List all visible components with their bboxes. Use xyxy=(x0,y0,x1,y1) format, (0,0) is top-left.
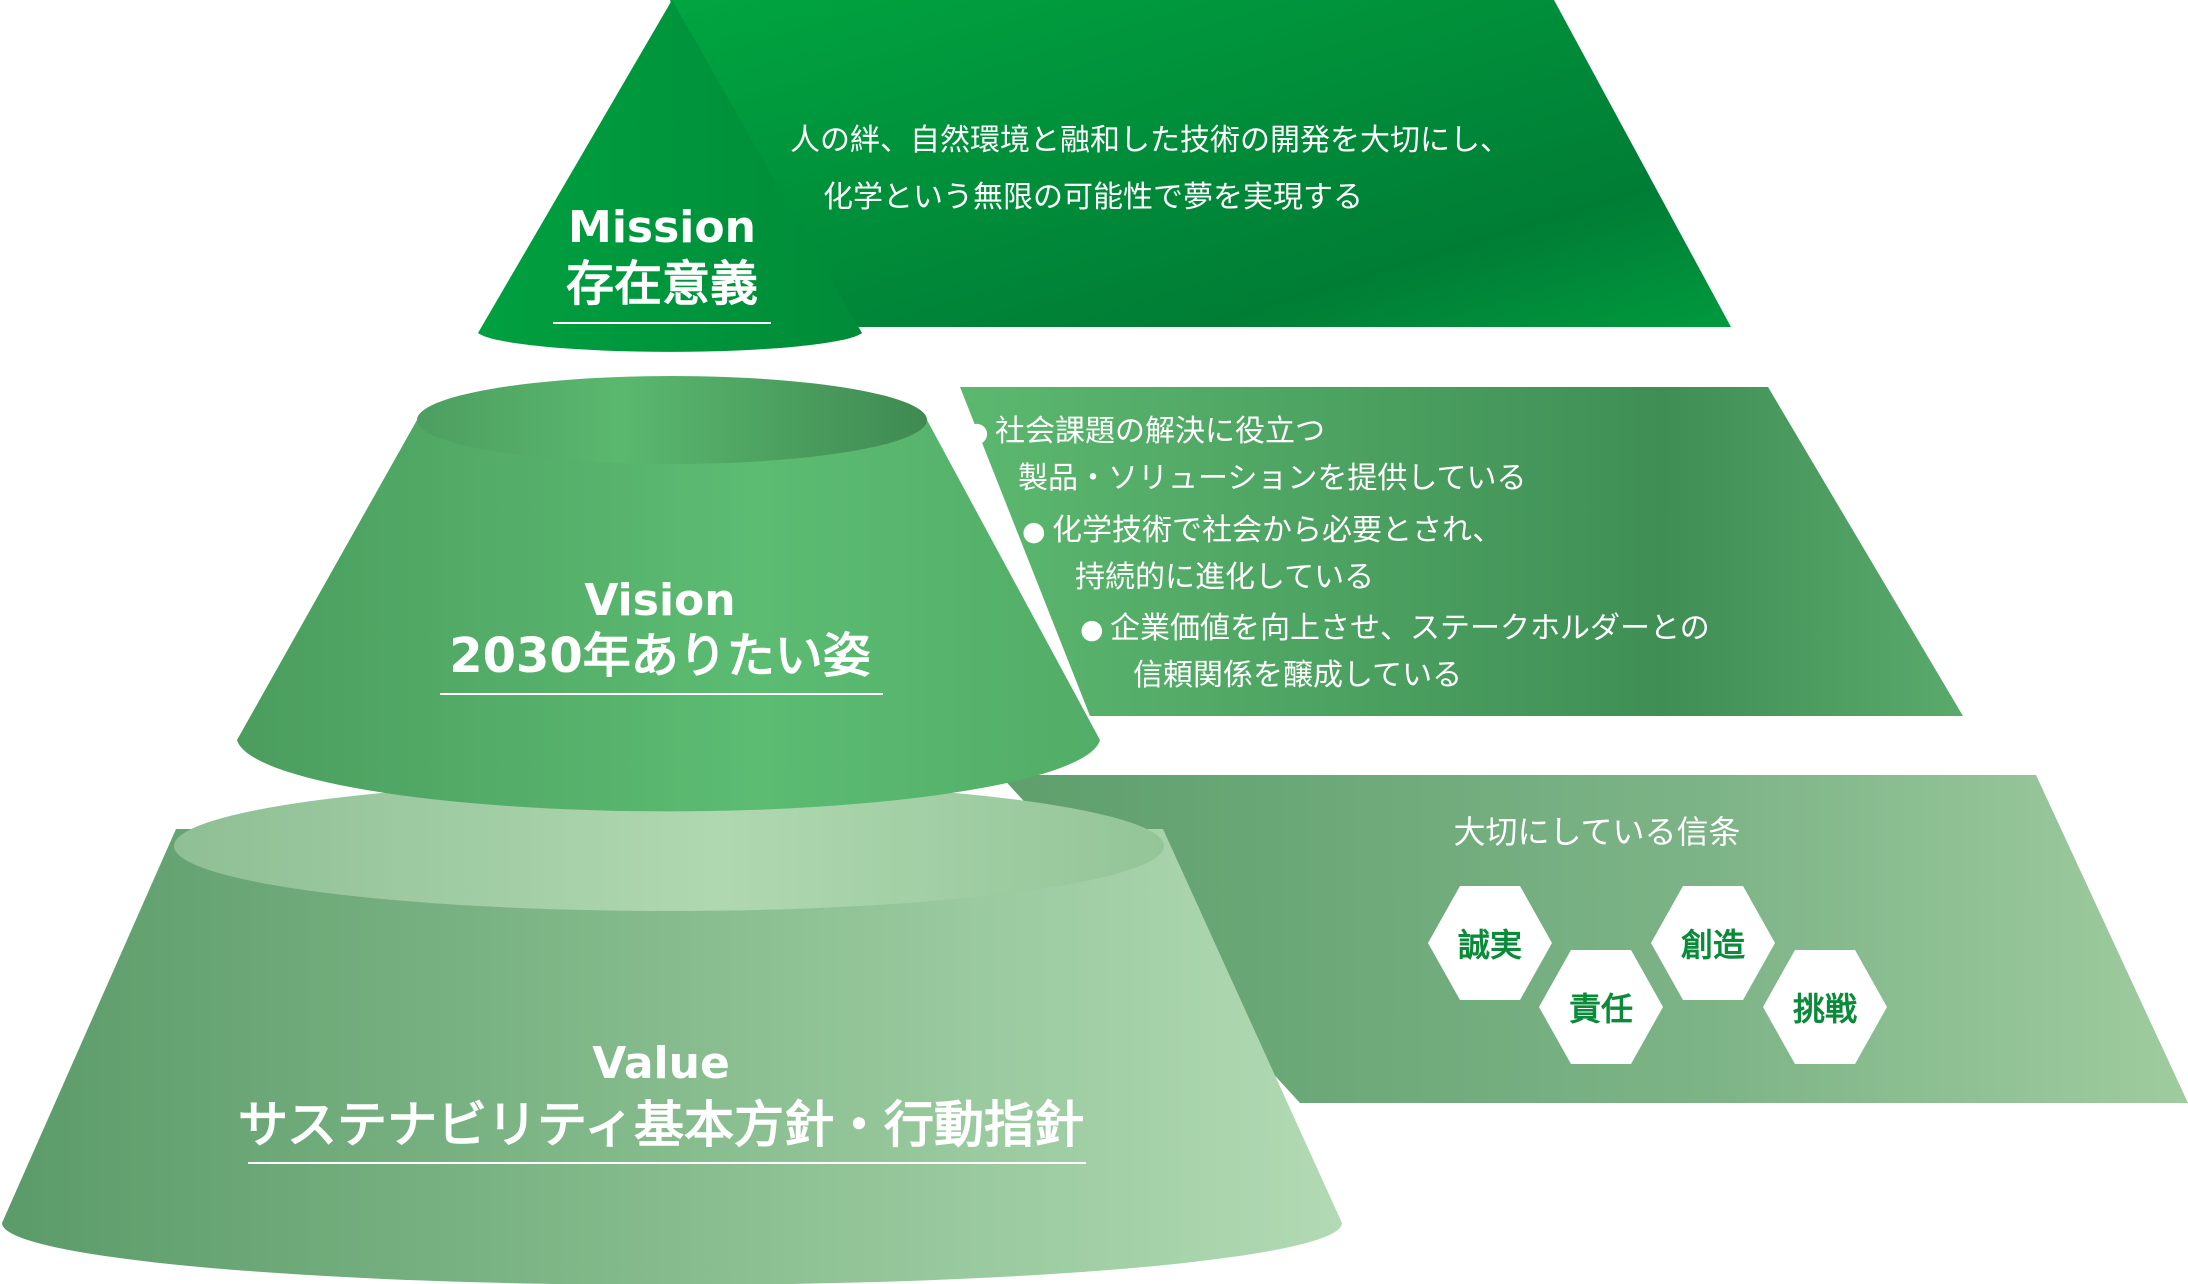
mission-label-jp: 存在意義 xyxy=(566,256,758,312)
vision-band xyxy=(960,387,1963,716)
belief-label-creativity: 創造 xyxy=(1681,926,1745,964)
belief-hexagon-integrity: 誠実 xyxy=(1428,886,1552,1000)
vision-bullet-1-dot: ● xyxy=(965,417,989,448)
mission-band xyxy=(670,0,1731,327)
belief-hexagon-creativity: 創造 xyxy=(1651,886,1775,1000)
vision-bullet-1-line-1: 社会課題の解決に役立つ xyxy=(995,414,1325,449)
value-label-en: Value xyxy=(592,1038,730,1089)
value-cone xyxy=(2,829,1342,1284)
vision-bullet-1-line-2: 製品・ソリューションを提供している xyxy=(1018,461,1527,496)
vision-bullet-2-dot: ● xyxy=(1022,516,1046,547)
vision-bullet-3-dot: ● xyxy=(1080,614,1104,645)
vision-label-jp: 2030年ありたい姿 xyxy=(449,628,871,684)
belief-label-responsibility: 責任 xyxy=(1569,990,1633,1028)
mission-label-en: Mission xyxy=(568,202,756,253)
vision-bullet-3-line-2: 信頼関係を醸成している xyxy=(1133,658,1462,693)
mission-text-line-2: 化学という無限の可能性で夢を実現する xyxy=(823,180,1363,215)
vision-bullet-2-line-1: 化学技術で社会から必要とされ、 xyxy=(1052,513,1502,548)
mission-cone xyxy=(478,0,862,352)
belief-hexagon-responsibility: 責任 xyxy=(1539,950,1663,1064)
beliefs-title: 大切にしている信条 xyxy=(1453,813,1740,851)
value-label-jp: サステナビリティ基本方針・行動指針 xyxy=(238,1096,1084,1154)
value-cone-top xyxy=(174,781,1164,911)
vision-bullet-2-line-2: 持続的に進化している xyxy=(1075,560,1374,595)
belief-hexagon-challenge: 挑戦 xyxy=(1763,950,1887,1064)
belief-label-integrity: 誠実 xyxy=(1458,926,1522,964)
belief-label-challenge: 挑戦 xyxy=(1793,990,1857,1028)
vision-label-en: Vision xyxy=(584,575,735,626)
mission-text-line-1: 人の絆、自然環境と融和した技術の開発を大切にし、 xyxy=(790,123,1510,158)
value-band xyxy=(1000,775,2188,1103)
vision-cone xyxy=(237,420,1100,812)
vision-bullet-3-line-1: 企業価値を向上させ、ステークホルダーとの xyxy=(1110,611,1710,646)
vision-cone-top xyxy=(417,376,927,464)
